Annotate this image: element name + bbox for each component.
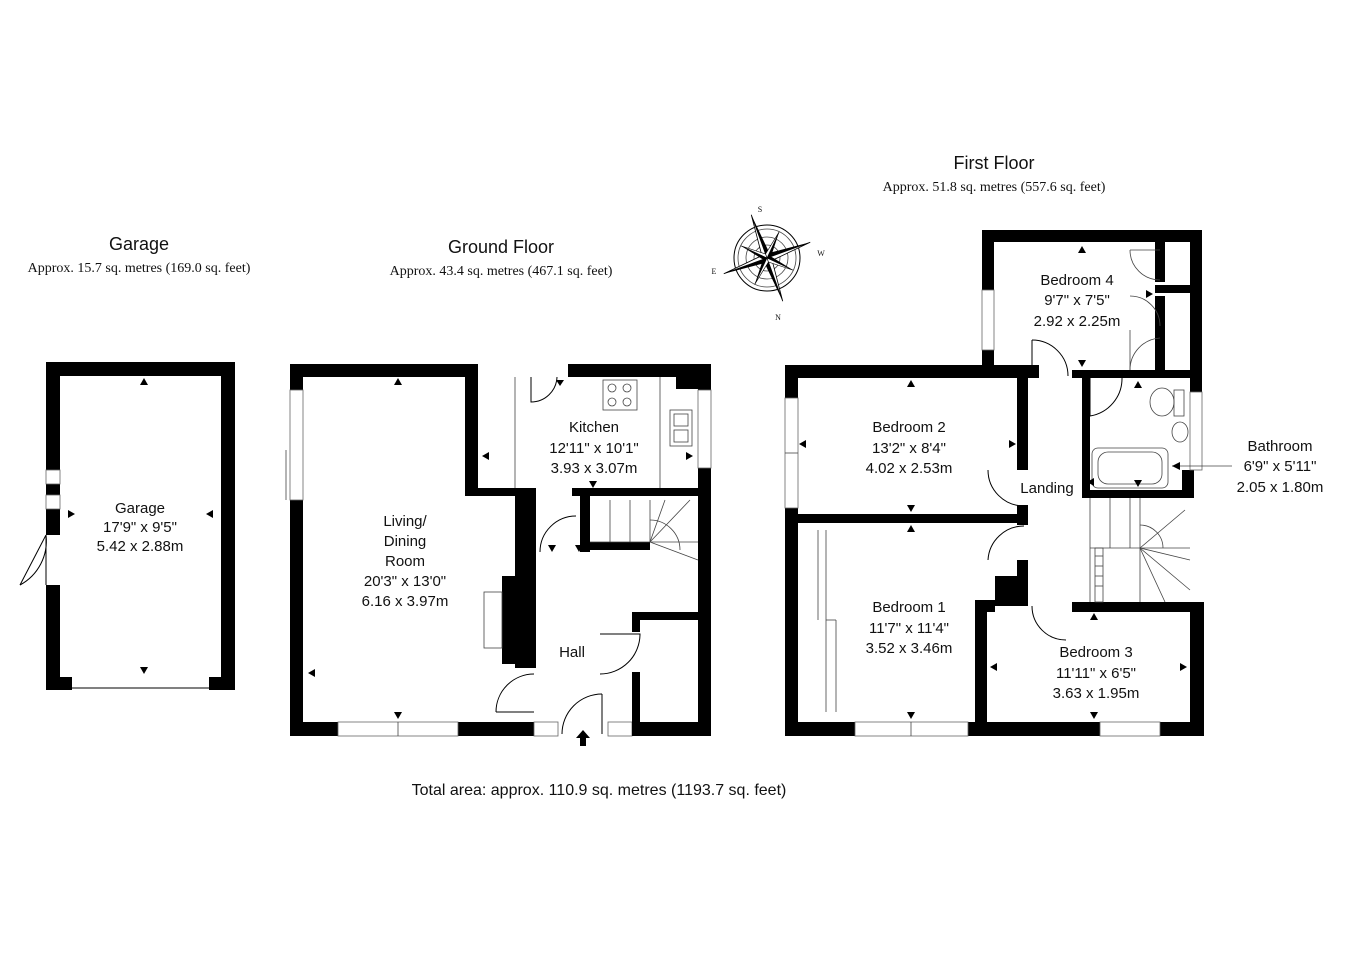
bedroom3-imperial: 11'11" x 6'5" xyxy=(1056,665,1136,682)
bedroom1-metric: 3.52 x 3.46m xyxy=(866,640,953,657)
living-room-name-line2: Dining xyxy=(384,533,427,550)
bathroom-imperial: 6'9" x 5'11" xyxy=(1244,458,1317,475)
bathroom-name: Bathroom xyxy=(1247,438,1312,455)
kitchen-name: Kitchen xyxy=(569,419,619,436)
compass-rose-icon: S N E W xyxy=(712,205,826,322)
landing-name: Landing xyxy=(1020,480,1073,497)
bedroom1-name: Bedroom 1 xyxy=(872,599,945,616)
kitchen-metric: 3.93 x 3.07m xyxy=(551,460,638,477)
garage-room-metric: 5.42 x 2.88m xyxy=(97,538,184,555)
garage-area: Approx. 15.7 sq. metres (169.0 sq. feet) xyxy=(28,261,251,276)
ground-floor-area: Approx. 43.4 sq. metres (467.1 sq. feet) xyxy=(390,264,613,279)
garage-room-name: Garage xyxy=(115,500,165,517)
garage-heading: Garage xyxy=(109,234,169,254)
living-room-name-line1: Living/ xyxy=(383,513,427,530)
bedroom2-imperial: 13'2" x 8'4" xyxy=(872,440,946,457)
living-room-imperial: 20'3" x 13'0" xyxy=(364,573,446,590)
bedroom2-metric: 4.02 x 2.53m xyxy=(866,460,953,477)
compass-n-label: N xyxy=(775,313,781,322)
garage-room-imperial: 17'9" x 9'5" xyxy=(103,519,177,536)
bedroom3-metric: 3.63 x 1.95m xyxy=(1053,685,1140,702)
compass-e-label: E xyxy=(712,267,717,276)
ground-floor-heading: Ground Floor xyxy=(448,237,554,257)
garage-plan: Garage 17'9" x 9'5" 5.42 x 2.88m xyxy=(19,362,235,690)
living-room-name-line3: Room xyxy=(385,553,425,570)
bedroom4-imperial: 9'7" x 7'5" xyxy=(1044,292,1110,309)
bedroom4-metric: 2.92 x 2.25m xyxy=(1034,313,1121,330)
bedroom2-name: Bedroom 2 xyxy=(872,419,945,436)
compass-s-label: S xyxy=(758,205,762,214)
first-floor-plan: Bedroom 4 9'7" x 7'5" 2.92 x 2.25m Bedro… xyxy=(784,230,1324,737)
total-area: Total area: approx. 110.9 sq. metres (11… xyxy=(412,782,787,799)
bathroom-metric: 2.05 x 1.80m xyxy=(1237,479,1324,496)
first-floor-heading: First Floor xyxy=(954,153,1035,173)
bedroom3-name: Bedroom 3 xyxy=(1059,644,1132,661)
bedroom1-imperial: 11'7" x 11'4" xyxy=(869,620,949,637)
kitchen-imperial: 12'11" x 10'1" xyxy=(549,440,639,457)
living-room-metric: 6.16 x 3.97m xyxy=(362,593,449,610)
ground-floor-plan: Living/ Dining Room 20'3" x 13'0" 6.16 x… xyxy=(285,364,712,746)
bedroom4-name: Bedroom 4 xyxy=(1040,272,1113,289)
compass-w-label: W xyxy=(817,249,825,258)
hall-name: Hall xyxy=(559,644,585,661)
first-floor-area: Approx. 51.8 sq. metres (557.6 sq. feet) xyxy=(883,180,1106,195)
